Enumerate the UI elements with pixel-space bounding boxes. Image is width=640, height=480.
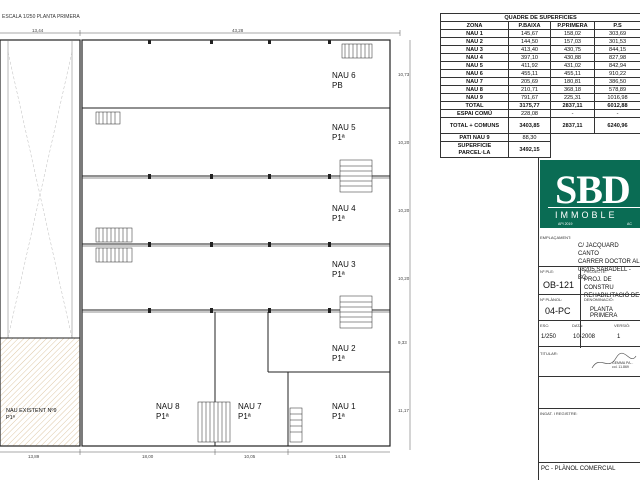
dim-right-6: 11,17 (398, 408, 409, 413)
data-value: 10-2008 (573, 334, 596, 340)
dim-right-1: 10,73 (398, 72, 410, 77)
main-block-outline (81, 39, 391, 447)
void-cross (7, 51, 73, 339)
divider (538, 408, 640, 409)
logo-ac: AC (627, 222, 632, 226)
versio-label: VERSIÓ: (614, 323, 631, 328)
escala-value: 1/250 (541, 334, 557, 340)
dim-bottom-2: 18,00 (142, 454, 154, 459)
signature-mark (591, 352, 637, 369)
logo-divider (548, 207, 640, 208)
dim-right-3: 10,20 (398, 208, 410, 213)
col-zona: ZONA (440, 21, 509, 30)
emplacament-label: EMPLAÇAMENT: (540, 235, 572, 240)
table-title: QUADRE DE SUPERFICIES (439, 13, 640, 22)
floor-plan (0, 30, 411, 455)
dim-bottom-1: 13,89 (28, 454, 40, 459)
plano-label: Nº PLÀNOL: (540, 297, 563, 302)
project-description: PROJ. DE CONSTRU REHABILITACIÓ DE (584, 277, 640, 299)
projecte-no-label: Nº PLE: (540, 269, 555, 274)
dim-bottom-4: 14,15 (335, 454, 347, 459)
address: C/ JACQUARD CANTO CARRER DOCTOR AL 08205… (578, 243, 640, 282)
signature-text: GEMMA PA... col. 11.869 (612, 361, 634, 370)
divider (538, 266, 640, 267)
esc-label: ESC: (540, 323, 550, 328)
titular-label: TITULAR: (540, 351, 558, 356)
divider (538, 376, 640, 377)
plan-header: ESCALA 1/250 PLANTA PRIMERA (2, 14, 80, 20)
ingeniero-label: INGAT. I REGISTRE: (540, 411, 578, 416)
logo-box (540, 160, 640, 228)
plano-description: PLANTA PRIMERA (590, 307, 618, 319)
projecte-label: PROJECTE: (584, 269, 607, 274)
title-block (538, 158, 640, 480)
stairs (95, 43, 373, 443)
data-label: DATA: (572, 323, 584, 328)
plano-number: 04-PC (545, 306, 571, 316)
col-pp: P.PRIMERA (550, 21, 595, 30)
divider (538, 320, 640, 321)
denominacio-label: DENOMINACIÓ: (584, 297, 614, 302)
divider (580, 268, 581, 348)
surfaces-table: QUADRE DE SUPERFICIES ZONA P.BAIXA P.PRI… (439, 13, 640, 158)
project-number: OB-121 (543, 280, 575, 290)
dim-top-2: 43,28 (232, 28, 244, 33)
dim-right-4: 10,20 (398, 276, 410, 281)
dim-right-2: 10,20 (398, 140, 410, 145)
columns (148, 40, 331, 313)
divider (538, 346, 640, 347)
dim-bottom-3: 10,05 (244, 454, 256, 459)
logo-subtitle: IMMOBLE (555, 210, 618, 220)
divider (538, 294, 640, 295)
dim-top-1: 13,44 (32, 28, 44, 33)
divider (538, 462, 640, 463)
dim-right-5: 9,33 (398, 340, 407, 345)
versio-value: 1 (617, 334, 621, 340)
col-pb: P.BAIXA (508, 21, 551, 30)
col-ps: P.S (593, 21, 640, 30)
footer-title: PC - PLÀNOL COMERCIAL (541, 466, 616, 472)
company-logo: SBD (555, 167, 631, 212)
logo-api: API 2019 (558, 222, 573, 226)
existing-nau-hatch (0, 337, 81, 447)
